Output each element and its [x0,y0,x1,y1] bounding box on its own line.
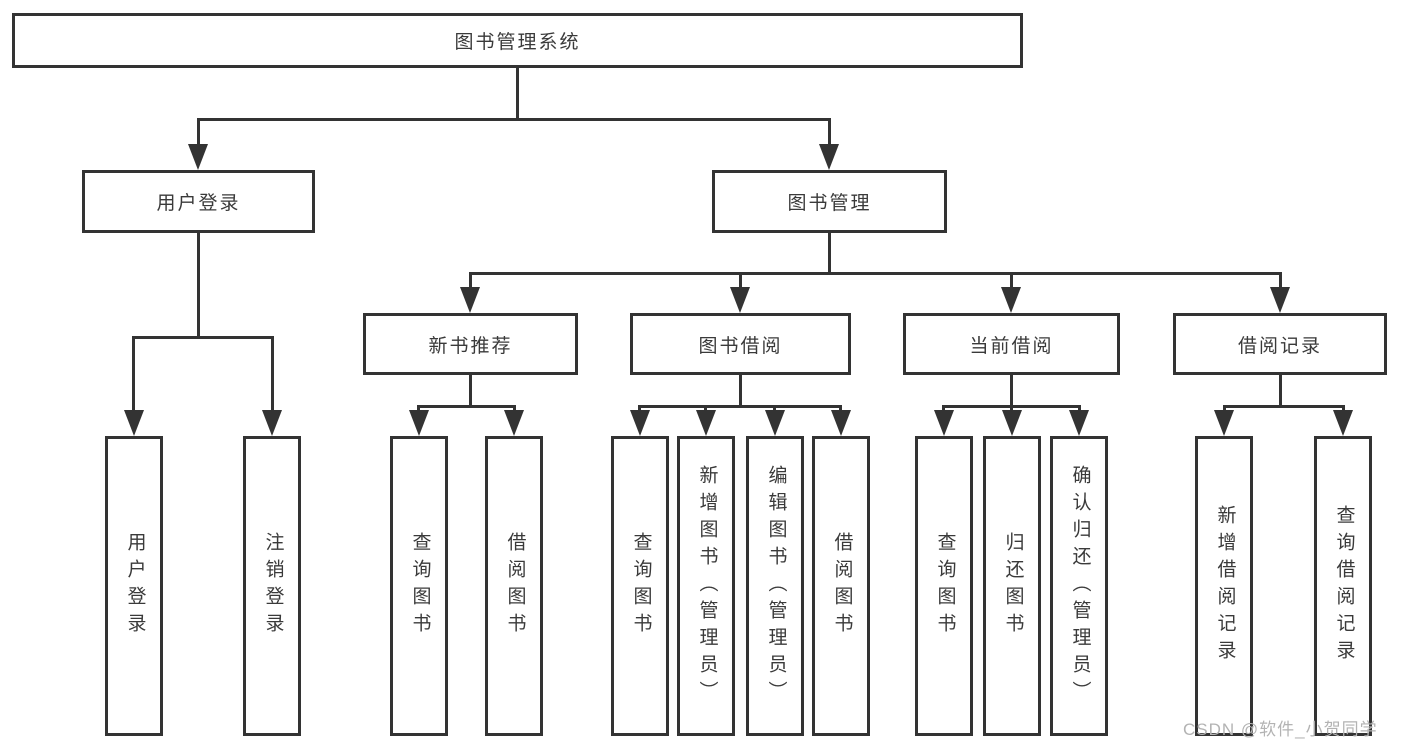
node-library-management-system: 图书管理系统 [12,13,1023,68]
connector-line [839,405,842,414]
arrowhead-down [630,410,650,436]
leaf-user-login: 用户登录 [105,436,163,736]
arrowhead-down [409,410,429,436]
connector-line [828,233,831,273]
arrowhead-down [730,287,750,313]
leaf-query-books-recommend: 查询图书 [390,436,448,736]
arrowhead-down [1002,410,1022,436]
connector-line [1223,405,1345,408]
connector-line [1010,272,1013,290]
leaf-query-books-recommend-label: 查询图书 [409,532,431,640]
leaf-query-books-borrow-label: 查询图书 [630,532,652,640]
arrowhead-down [1214,410,1234,436]
leaf-borrow-books-borrow-label: 借阅图书 [831,532,853,640]
leaf-query-books-borrow: 查询图书 [611,436,669,736]
leaf-return-book-label: 归还图书 [1002,532,1024,640]
connector-line [739,375,742,405]
leaf-query-borrow-record-label: 查询借阅记录 [1333,505,1355,667]
connector-line [704,405,707,414]
leaf-add-borrow-record: 新增借阅记录 [1195,436,1253,736]
leaf-logout-label: 注销登录 [262,532,284,640]
arrowhead-down [765,410,785,436]
leaf-query-books-current-label: 查询图书 [934,532,956,640]
leaf-query-borrow-record: 查询借阅记录 [1314,436,1372,736]
connector-line [132,336,135,414]
connector-line [469,272,472,290]
connector-line [417,405,420,414]
arrowhead-down [1270,287,1290,313]
node-user-login: 用户登录 [82,170,315,233]
arrowhead-down [934,410,954,436]
leaf-borrow-books-recommend-label: 借阅图书 [504,532,526,640]
arrowhead-down [504,410,524,436]
connector-line [638,405,641,414]
arrowhead-down [262,410,282,436]
leaf-edit-book-admin-label: 编辑图书（管理员） [765,464,787,708]
connector-line [1279,375,1282,405]
arrowhead-down [1069,410,1089,436]
node-new-book-recommendation: 新书推荐 [363,313,578,375]
connector-line [516,68,519,118]
connector-line [1279,272,1282,290]
node-book-borrowing: 图书借阅 [630,313,851,375]
connector-line [1078,405,1081,414]
connector-line [828,118,831,148]
arrowhead-down [188,144,208,170]
node-borrowing-records: 借阅记录 [1173,313,1387,375]
connector-line [197,118,831,121]
connector-line [469,375,472,405]
connector-line [1223,405,1226,414]
connector-line [197,118,200,148]
leaf-return-book: 归还图书 [983,436,1041,736]
arrowhead-down [460,287,480,313]
leaf-query-books-current: 查询图书 [915,436,973,736]
node-book-management: 图书管理 [712,170,947,233]
leaf-user-login-label: 用户登录 [124,532,146,640]
leaf-add-book-admin: 新增图书（管理员） [677,436,735,736]
leaf-edit-book-admin: 编辑图书（管理员） [746,436,804,736]
leaf-confirm-return-admin: 确认归还（管理员） [1050,436,1108,736]
leaf-borrow-books-borrow: 借阅图书 [812,436,870,736]
connector-line [469,272,1282,275]
leaf-borrow-books-recommend: 借阅图书 [485,436,543,736]
connector-line [1342,405,1345,414]
connector-line [638,405,842,408]
connector-line [271,336,274,414]
connector-line [417,405,516,408]
leaf-add-book-admin-label: 新增图书（管理员） [696,464,718,708]
watermark: CSDN @软件_小贺同学 [1183,720,1378,739]
connector-line [942,405,945,414]
leaf-logout: 注销登录 [243,436,301,736]
arrowhead-down [1001,287,1021,313]
connector-line [197,233,200,336]
node-current-borrowing: 当前借阅 [903,313,1120,375]
connector-line [739,272,742,290]
connector-line [1010,375,1013,405]
arrowhead-down [831,410,851,436]
connector-line [773,405,776,414]
leaf-add-borrow-record-label: 新增借阅记录 [1214,505,1236,667]
connector-line [132,336,274,339]
leaf-confirm-return-admin-label: 确认归还（管理员） [1069,464,1091,708]
connector-line [1010,405,1013,414]
arrowhead-down [696,410,716,436]
arrowhead-down [1333,410,1353,436]
arrowhead-down [124,410,144,436]
arrowhead-down [819,144,839,170]
connector-line [513,405,516,414]
